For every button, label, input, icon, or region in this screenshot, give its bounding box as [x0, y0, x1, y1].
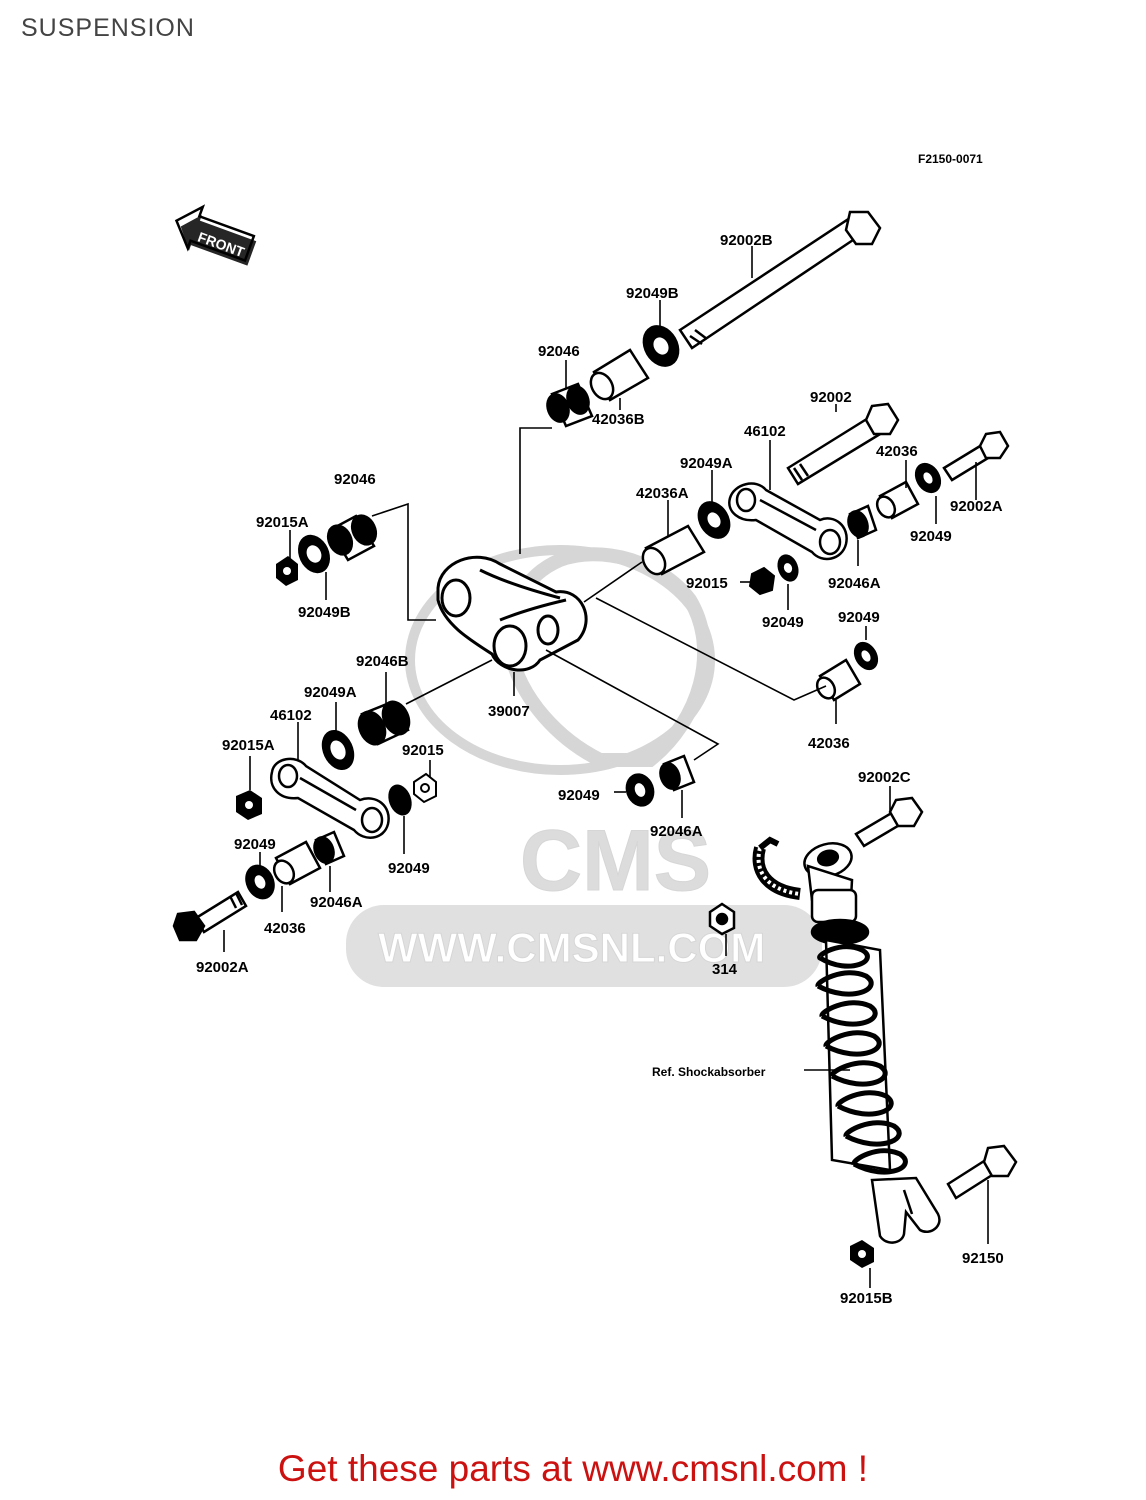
bush-92046a-right — [847, 504, 878, 540]
washer-92049-right-c — [853, 641, 879, 671]
washer-92049-right-b — [777, 554, 799, 582]
label-46102-left: 46102 — [270, 707, 312, 724]
label-92002a-left: 92002A — [196, 959, 249, 976]
bolt-92150 — [946, 1144, 1018, 1200]
collar-42036a — [641, 524, 706, 576]
washer-92049-left-a — [245, 864, 275, 900]
washer-92049-left-b — [388, 784, 412, 816]
nut-92015a-left — [276, 556, 298, 586]
label-92046-left: 92046 — [334, 471, 376, 488]
label-92049a-right: 92049A — [680, 455, 733, 472]
nut-314 — [708, 902, 736, 936]
label-92049-left-a: 92049 — [234, 836, 276, 853]
label-42036-left: 42036 — [264, 920, 306, 937]
label-46102-right: 46102 — [744, 423, 786, 440]
shock-absorber — [752, 836, 941, 1244]
washer-92049b-top — [642, 325, 680, 367]
label-92049b-left: 92049B — [298, 604, 351, 621]
watermark-logo: CMS — [520, 813, 711, 909]
label-92049a-left: 92049A — [304, 684, 357, 701]
label-92049-right-b: 92049 — [762, 614, 804, 631]
washer-92049a-right — [697, 501, 731, 539]
page-title: SUSPENSION — [21, 14, 195, 42]
label-92015b: 92015B — [840, 1290, 893, 1307]
nut-92015-left — [413, 772, 437, 804]
label-92002b: 92002B — [720, 232, 773, 249]
label-92049-right-c: 92049 — [838, 609, 880, 626]
rocker-arm-39007 — [436, 555, 588, 672]
tie-rod-46102-left — [269, 757, 390, 839]
collar-42036-right-bottom — [815, 658, 862, 702]
label-92049-center: 92049 — [558, 787, 600, 804]
label-42036b: 42036B — [592, 411, 645, 428]
label-ref-shockabsorber: Ref. Shockabsorber — [652, 1065, 766, 1079]
label-92046a-right: 92046A — [828, 575, 881, 592]
collar-42036-left — [272, 840, 322, 886]
label-42036-right-bottom: 42036 — [808, 735, 850, 752]
label-92049-right-a: 92049 — [910, 528, 952, 545]
watermark: CMS WWW.CMSNL.COM — [346, 545, 822, 987]
footer-cta-link[interactable]: Get these parts at www.cmsnl.com ! — [0, 1448, 1146, 1490]
collar-42036-right-top — [875, 480, 920, 520]
exploded-parts-diagram: CMS WWW.CMSNL.COM F2150-0071 FRONT — [172, 152, 1018, 1307]
label-92046a-center: 92046A — [650, 823, 703, 840]
label-92015-right: 92015 — [686, 575, 728, 592]
figure-code: F2150-0071 — [918, 152, 983, 166]
washer-92049-center — [625, 773, 655, 807]
label-42036-right-top: 42036 — [876, 443, 918, 460]
washer-92049a-left — [321, 729, 355, 771]
label-42036a: 42036A — [636, 485, 689, 502]
label-92015a-left: 92015A — [256, 514, 309, 531]
part-labels: 92002B 92049B 92046 42036B 92002 46102 4… — [196, 232, 1004, 1307]
bolt-92002c — [854, 796, 924, 848]
label-92150: 92150 — [962, 1250, 1004, 1267]
nut-92015-right — [748, 566, 776, 596]
leader-lines — [223, 246, 989, 1288]
label-92002c: 92002C — [858, 769, 911, 786]
label-92002: 92002 — [810, 389, 852, 406]
bolt-92002 — [786, 402, 900, 486]
front-arrow-icon: FRONT — [174, 204, 257, 266]
label-39007: 39007 — [488, 703, 530, 720]
label-92046a-left: 92046A — [310, 894, 363, 911]
label-314: 314 — [712, 961, 738, 978]
label-92046-top: 92046 — [538, 343, 580, 360]
collar-42036b — [589, 348, 650, 402]
label-92015-left: 92015 — [402, 742, 444, 759]
label-92002a-right: 92002A — [950, 498, 1003, 515]
bolt-92002a-right — [942, 430, 1010, 482]
watermark-url: WWW.CMSNL.COM — [378, 924, 765, 971]
nut-92015a-lower — [236, 790, 262, 820]
bolt-92002b — [678, 210, 882, 350]
label-92015a-lower: 92015A — [222, 737, 275, 754]
label-92049b-top: 92049B — [626, 285, 679, 302]
tie-rod-46102-right — [728, 482, 848, 561]
bush-92046b — [357, 700, 411, 746]
bolt-92002a-left — [172, 890, 248, 942]
bush-92046a-center — [659, 754, 696, 792]
bush-92046a-left — [313, 830, 346, 866]
bush-92046-top — [546, 382, 594, 428]
label-92049-left-b: 92049 — [388, 860, 430, 877]
cmsnl-link[interactable]: Get these parts at www.cmsnl.com ! — [277, 1448, 869, 1489]
label-92046b: 92046B — [356, 653, 409, 670]
nut-92015b — [850, 1240, 874, 1268]
washer-92049b-left — [297, 534, 331, 574]
washer-92049-right-a — [914, 462, 942, 494]
bush-92046-left — [326, 514, 378, 562]
